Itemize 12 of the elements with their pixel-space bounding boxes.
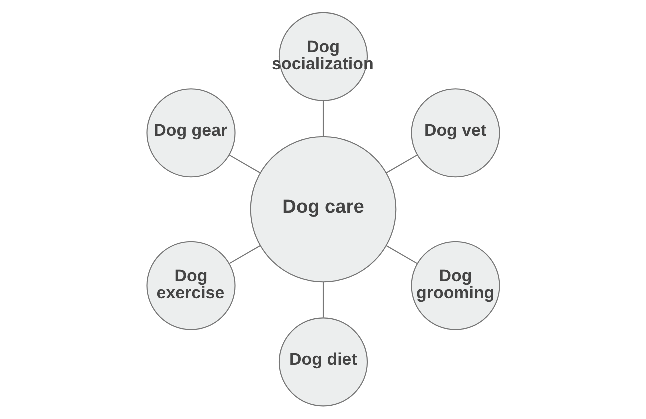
- connector: [228, 245, 260, 264]
- connector: [322, 282, 324, 318]
- connector: [386, 154, 418, 174]
- connector: [228, 154, 260, 174]
- node-circle: Dog exercise: [146, 241, 236, 330]
- connector: [386, 245, 418, 264]
- connector: [322, 101, 324, 137]
- node-circle: Dog vet: [410, 88, 500, 178]
- node-circle: Dog grooming: [410, 241, 500, 330]
- node-circle: Dog care: [250, 136, 396, 283]
- node-circle: Dog gear: [146, 88, 236, 178]
- node-circle: Dog diet: [278, 318, 368, 407]
